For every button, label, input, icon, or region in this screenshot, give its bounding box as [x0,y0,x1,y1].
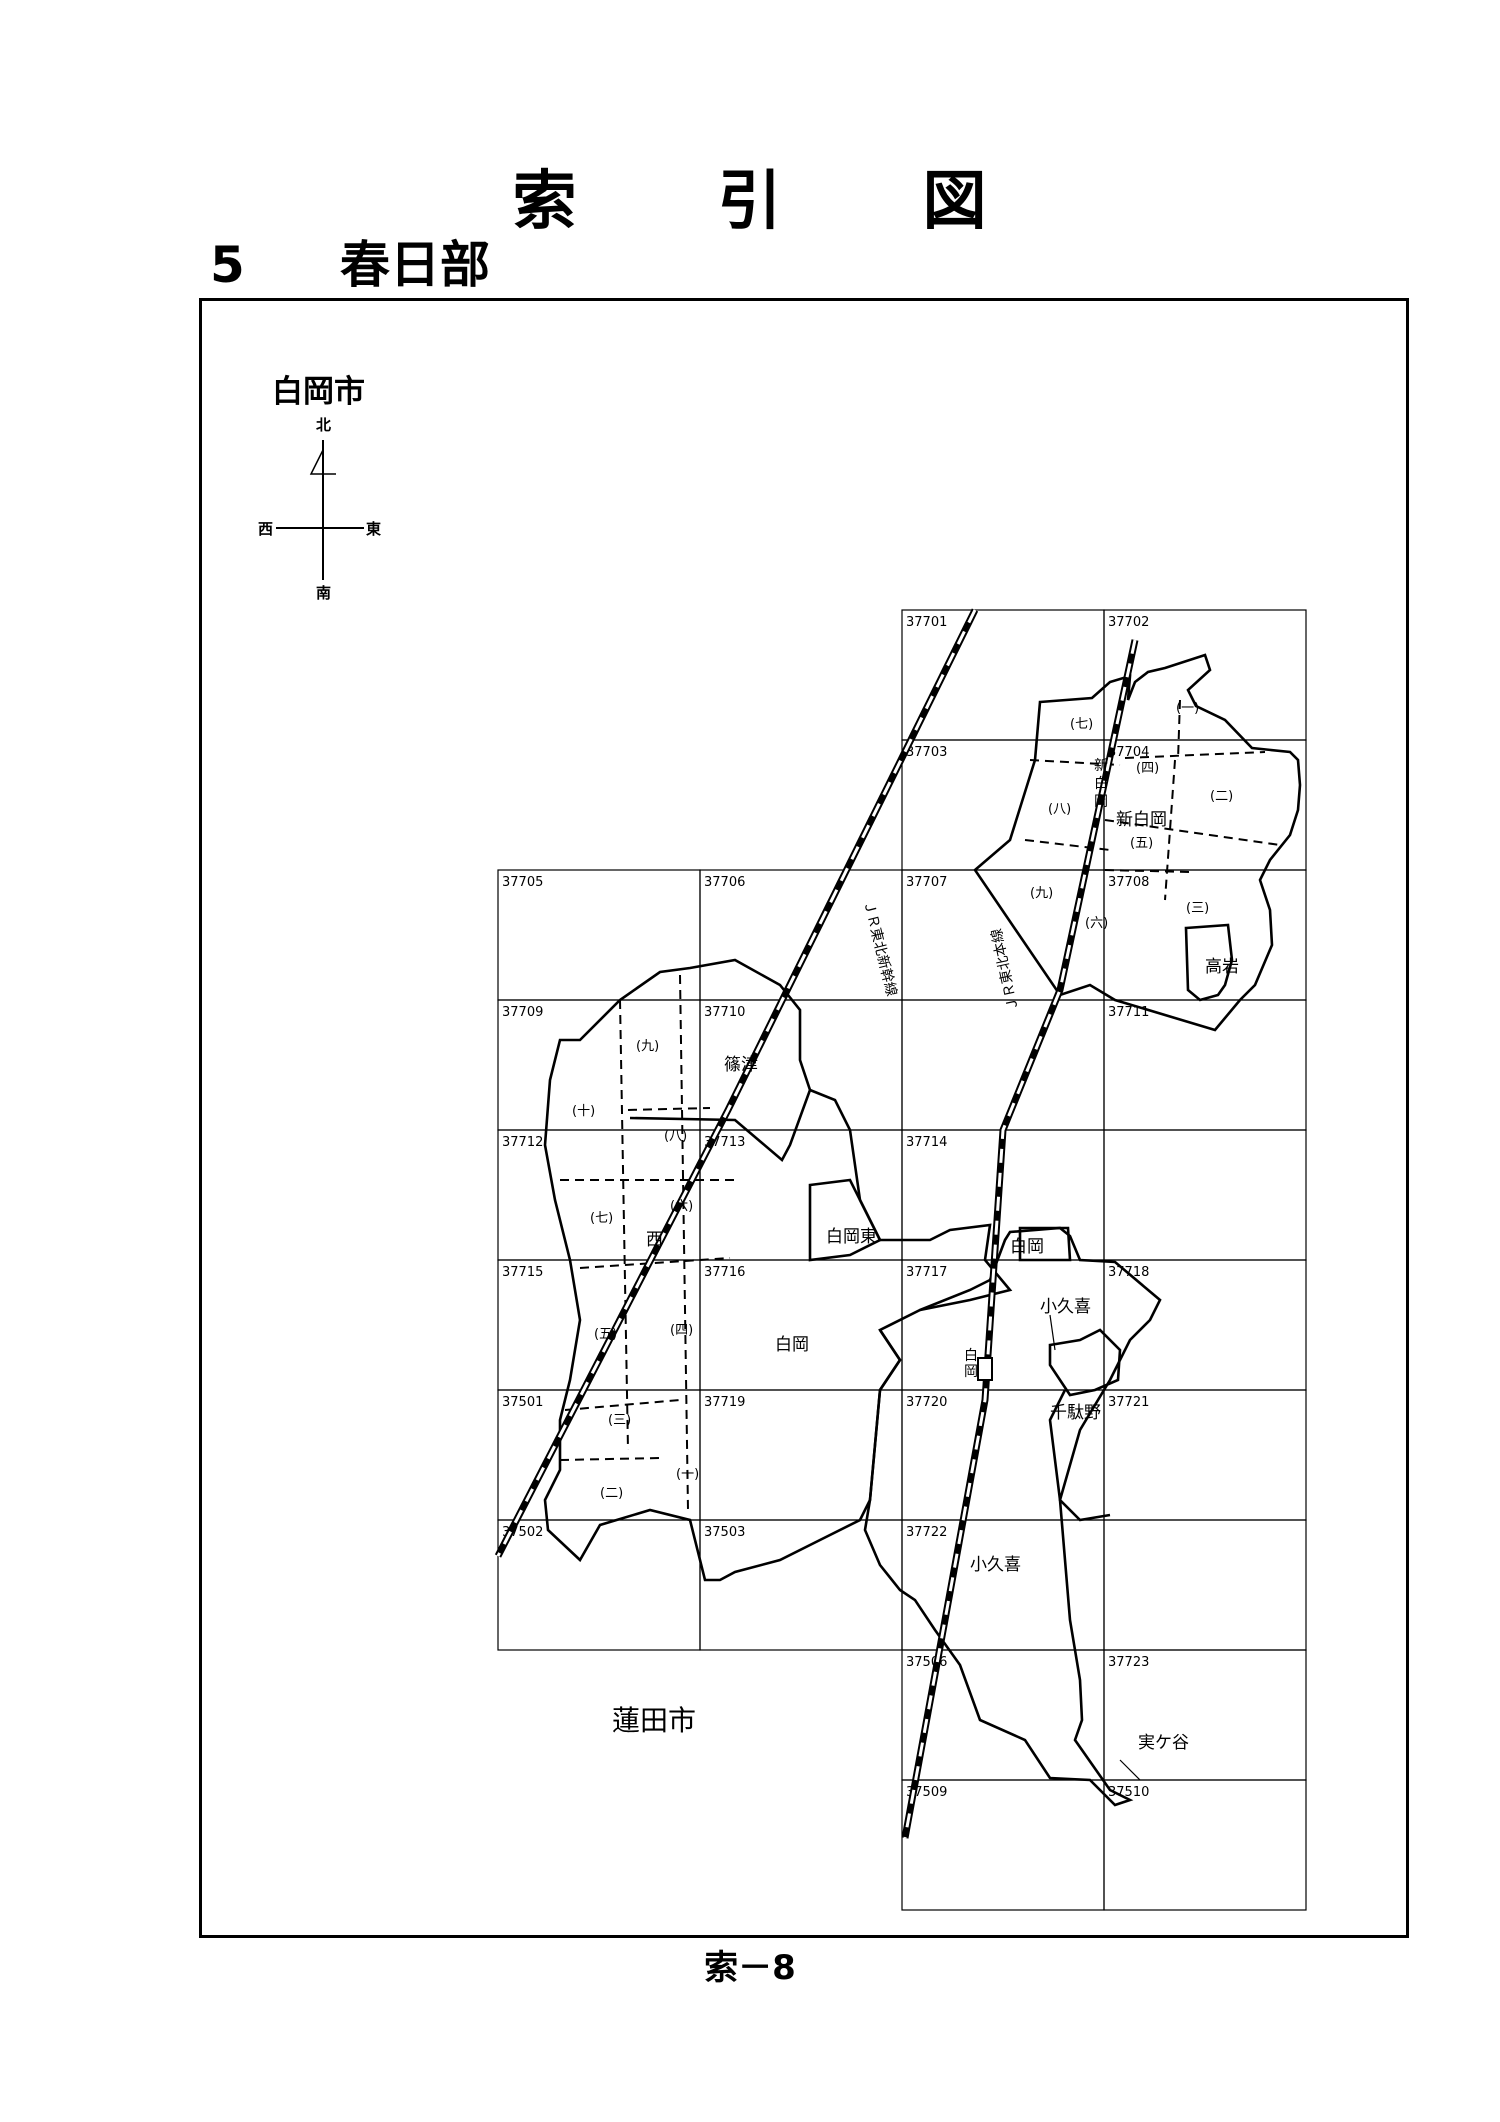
area-kokuki: 小久喜 [970,1555,1021,1575]
area-sanegaya: 実ケ谷 [1138,1733,1189,1753]
sheet-number: 37707 [906,875,947,890]
chome-label: (八) [664,1129,687,1144]
west-label: 西 [258,520,274,538]
section-heading: 5 春日部 [210,225,490,297]
sheet-number: 37705 [502,875,543,890]
chome-label: (六) [1085,916,1108,931]
railway-lines [494,608,1139,1839]
sheet-number: 37510 [1108,1785,1149,1800]
title-char: 索 [512,165,578,239]
chome-label: (三) [1186,901,1209,916]
section-number: 5 [210,236,245,294]
chome-label: (二) [600,1486,623,1501]
chome-label: (四) [1136,761,1159,776]
sheet-number: 37717 [906,1265,947,1280]
sheet-number: 37715 [502,1265,543,1280]
sheet-number: 37723 [1108,1655,1149,1670]
sheet-number: 37704 [1108,745,1149,760]
area-shinshiraoka: 新白岡 [1116,810,1167,830]
area-boundaries [543,653,1302,1807]
sheet-number: 37712 [502,1135,543,1150]
map-labels: 新白岡 高岩 篠津 白岡東 白岡 白岡 西 小久喜 千駄野 小久喜 実ケ谷 蓮田… [612,810,1239,1753]
railway-label-shinkansen: ＪＲ東北新幹線 [860,899,900,998]
sheet-number: 37720 [906,1395,947,1410]
chome-label: (九) [636,1039,659,1054]
title-char: 引 [717,165,783,239]
sheet-number: 37708 [1108,875,1149,890]
neighbor-city-label: 蓮田市 [612,1704,696,1737]
sheet-number: 37702 [1108,615,1149,630]
chome-label: (四) [670,1323,693,1338]
compass-icon [276,440,364,580]
station-label-char: 岡 [1094,794,1108,810]
chome-boundaries [559,699,1281,1511]
sheet-cell [1103,1779,1307,1911]
sheet-number: 37503 [704,1525,745,1540]
area-shinozu: 篠津 [724,1055,758,1075]
chome-label: (七) [1070,717,1093,732]
chome-label: (六) [670,1199,693,1214]
chome-label: (五) [1130,836,1153,851]
chome-label: (五) [594,1327,617,1342]
sheet-number: 37711 [1108,1005,1149,1020]
sheet-number: 37722 [906,1525,947,1540]
chome-label: (三) [608,1413,631,1428]
chome-label: (七) [590,1211,613,1226]
sheet-number: 37716 [704,1265,745,1280]
compass-rose: 北 南 西 東 [258,410,386,602]
station-label-char: 新 [1094,758,1108,774]
sheet-number: 37710 [704,1005,745,1020]
area-shiraoka-small: 白岡 [1010,1237,1044,1257]
chome-label: (一) [676,1467,699,1482]
area-shiraoka-higashi: 白岡東 [826,1227,877,1247]
page-title: 索引図 [0,150,1500,242]
east-label: 東 [366,520,382,538]
area-kokuki-north: 小久喜 [1040,1297,1091,1317]
chome-label: (一) [1176,701,1199,716]
map-frame [199,298,1409,1938]
sheet-cell [901,999,1105,1131]
sheet-number: 37719 [704,1395,745,1410]
sheet-number: 37709 [502,1005,543,1020]
chome-label: (九) [1030,886,1053,901]
chome-label: (十) [572,1104,595,1119]
sheet-grid [497,609,1307,1911]
section-name: 春日部 [340,236,490,294]
station-label-char: 白 [1094,776,1108,792]
chome-label: (二) [1210,789,1233,804]
area-shiraoka: 白岡 [775,1335,809,1355]
sheet-number: 37703 [906,745,947,760]
sheet-number: 37706 [704,875,745,890]
sheet-cell [1103,1519,1307,1651]
station-label-char: 岡 [964,1364,978,1380]
station-label-char: 白 [964,1348,978,1364]
sheet-cell [1103,1129,1307,1261]
area-takaiwa: 高岩 [1205,957,1239,977]
north-label: 北 [316,416,332,434]
page-number: 索－8 [704,1948,796,1988]
sheet-number: 37721 [1108,1395,1149,1410]
chome-label: (八) [1048,802,1071,817]
area-sendano: 千駄野 [1050,1403,1101,1423]
sheet-labels: 37701 37702 37703 37704 37705 37706 37707 37708… [502,615,1149,1800]
title-char: 図 [922,165,988,239]
chome-labels: (一) (二) (三) (四) (五) (六) (七) (八) (九) (九) (十) (八) (六) (… [572,701,1233,1501]
area-nishi: 西 [646,1230,663,1250]
sheet-number: 37501 [502,1395,543,1410]
sheet-number: 37714 [906,1135,947,1150]
sheet-number: 37701 [906,615,947,630]
city-label: 白岡市 [272,374,365,410]
south-label: 南 [316,584,332,602]
station-icon [977,1357,993,1381]
